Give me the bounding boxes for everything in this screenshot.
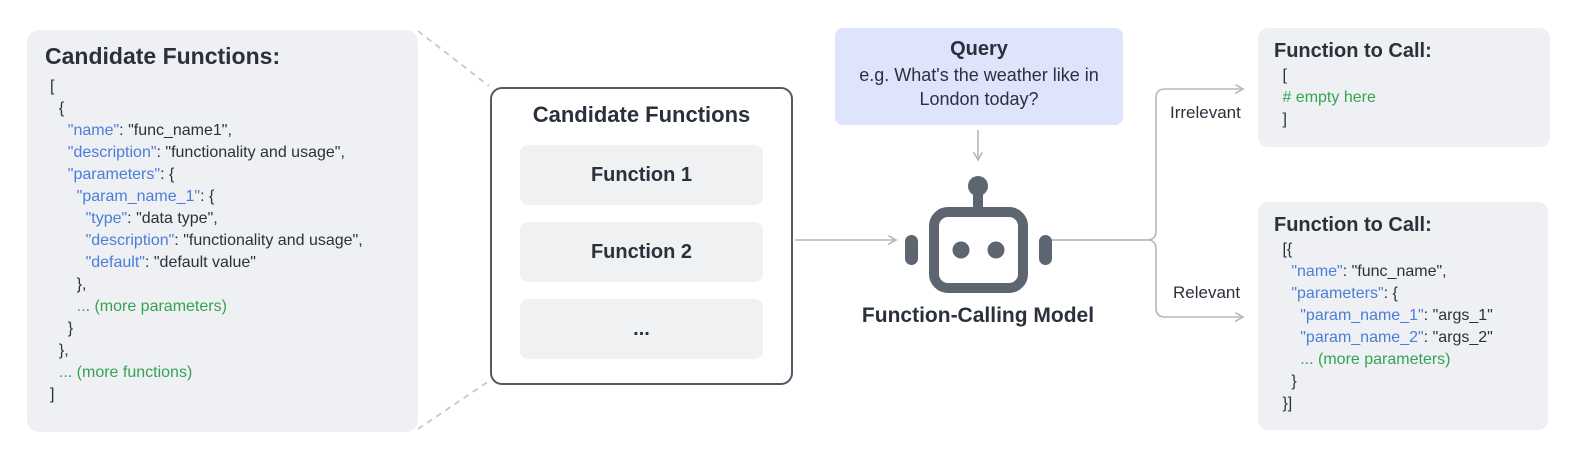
function-to-call-empty-code: [ # empty here ]: [1278, 67, 1376, 128]
function-to-call-result-title: Function to Call:: [1274, 214, 1432, 236]
function-item-2: Function 2: [520, 222, 763, 282]
function-to-call-empty-title: Function to Call:: [1274, 40, 1432, 62]
dashed-connector-bottom: [417, 380, 490, 430]
irrelevant-label: Irrelevant: [1170, 103, 1241, 122]
candidate-functions-box-title: Candidate Functions: [532, 102, 751, 127]
candidate-functions-panel: Candidate Functions: [ { "name": "func_n…: [27, 30, 418, 432]
candidate-functions-box: Candidate Functions Function 1 Function …: [490, 87, 793, 385]
dashed-connector-top: [417, 30, 490, 87]
relevant-label: Relevant: [1173, 283, 1241, 302]
function-to-call-empty-box: Function to Call: [ # empty here ]: [1258, 28, 1550, 147]
candidate-functions-panel-title: Candidate Functions:: [45, 43, 281, 69]
query-title: Query: [950, 38, 1008, 60]
candidate-functions-code: [ { "name": "func_name1", "description":…: [50, 78, 363, 403]
function-to-call-result-box: Function to Call: [{ "name": "func_name"…: [1258, 202, 1548, 430]
function-to-call-result-code: [{ "name": "func_name", "parameters": { …: [1278, 241, 1493, 412]
function-item-1: Function 1: [520, 145, 763, 205]
model-label: Function-Calling Model: [861, 304, 1095, 327]
query-example-text: e.g. What's the weather like in London t…: [859, 65, 1099, 109]
robot-icon: [905, 176, 1052, 293]
query-box: Query e.g. What's the weather like in Lo…: [835, 28, 1123, 125]
function-item-more: ...: [520, 299, 763, 359]
